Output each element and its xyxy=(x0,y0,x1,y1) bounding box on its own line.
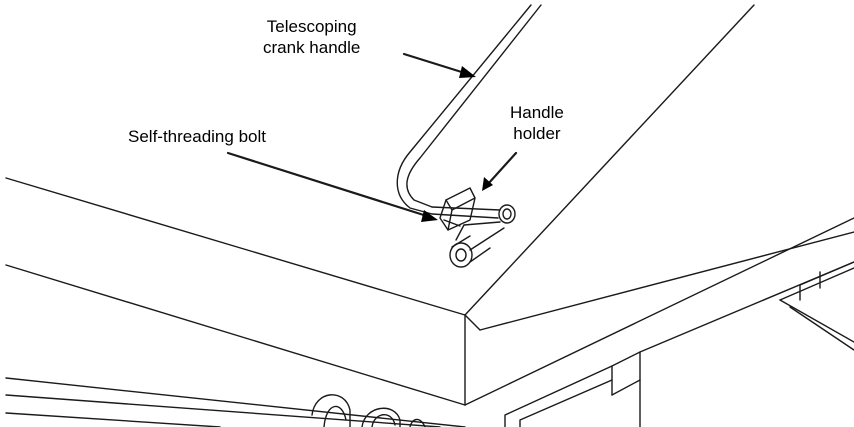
label-handle-holder: Handle holder xyxy=(510,102,564,144)
lid-underside-structure xyxy=(5,261,854,427)
label-handle-holder-line-1: Handle xyxy=(510,103,564,122)
lid-top-surface xyxy=(5,4,854,406)
label-self-threading-bolt: Self-threading bolt xyxy=(128,127,266,146)
circular-openings xyxy=(311,394,426,427)
label-crank-handle-line-1: Telescoping xyxy=(266,17,357,36)
label-crank-handle-line-2: crank handle xyxy=(263,38,361,57)
arrowhead-self-threading-bolt xyxy=(421,210,438,222)
arrow-handle-holder xyxy=(486,151,518,186)
crank-handle-shape xyxy=(396,4,542,251)
label-crank-handle: Telescoping crank handle xyxy=(263,16,360,58)
leader-lines xyxy=(226,52,518,219)
label-handle-holder-line-2: holder xyxy=(513,124,561,143)
arrow-self-threading-bolt xyxy=(226,151,432,219)
arrowhead-handle-holder xyxy=(482,177,493,191)
arrow-crank-handle xyxy=(402,52,470,76)
bolt-shape xyxy=(449,235,491,268)
arrowhead-crank-handle xyxy=(459,66,476,78)
handle-holder-shape xyxy=(439,187,476,231)
